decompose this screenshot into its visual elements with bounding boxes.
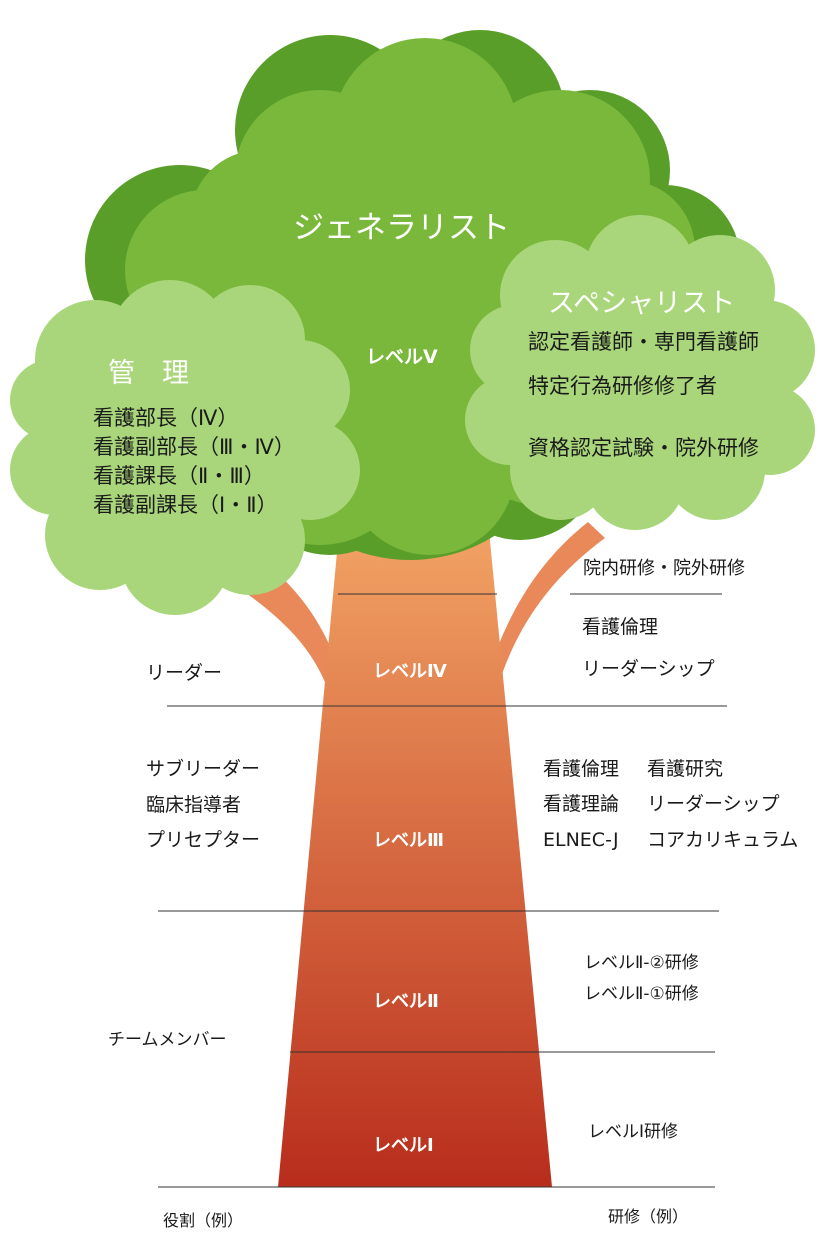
training-l4-leadership: リーダーシップ — [582, 658, 715, 680]
specialist-item: 認定看護師・専門看護師 — [528, 330, 759, 354]
level-3-label: レベルⅢ — [373, 830, 445, 851]
training-l3-elnec: ELNEC-J — [543, 829, 619, 851]
role-clinical-instructor: 臨床指導者 — [146, 794, 242, 816]
role-leader: リーダー — [146, 662, 223, 684]
specialist-cloud — [465, 215, 815, 530]
level-2-label: レベルⅡ — [373, 991, 439, 1012]
generalist-label: ジェネラリスト — [293, 210, 510, 246]
tree-trunk — [278, 520, 552, 1187]
footer-training-example: 研修（例） — [608, 1207, 689, 1226]
training-l2-2: レベルⅡ-②研修 — [584, 953, 699, 973]
level-1-label: レベルⅠ — [373, 1135, 434, 1156]
level-separator-lines — [158, 593, 727, 1188]
management-cloud — [10, 280, 360, 615]
training-l3-theory: 看護理論 — [543, 793, 620, 815]
training-l3-leadership: リーダーシップ — [647, 793, 780, 815]
management-item: 看護副部長（Ⅲ・Ⅳ） — [93, 435, 295, 459]
management-list: 看護部長（Ⅳ） 看護副部長（Ⅲ・Ⅳ） 看護課長（Ⅱ・Ⅲ） 看護副課長（Ⅰ・Ⅱ） — [93, 404, 295, 520]
specialist-item: 特定行為研修修了者 — [528, 374, 717, 398]
training-l2-1: レベルⅡ-①研修 — [584, 984, 699, 1004]
management-item: 看護部長（Ⅳ） — [93, 406, 239, 430]
training-l3-ethics: 看護倫理 — [543, 758, 620, 780]
level-4-label: レベルⅣ — [373, 661, 447, 682]
management-item: 看護課長（Ⅱ・Ⅲ） — [93, 464, 265, 488]
level-5-label: レベルⅤ — [366, 346, 438, 368]
training-l1: レベルⅠ研修 — [588, 1122, 679, 1142]
training-l3-core: コアカリキュラム — [647, 829, 799, 851]
role-preceptor: プリセプター — [146, 829, 261, 851]
management-item: 看護副課長（Ⅰ・Ⅱ） — [93, 493, 278, 517]
footer-role-example: 役割（例） — [163, 1211, 244, 1230]
role-subleader: サブリーダー — [146, 758, 261, 780]
training-l4-ethics: 看護倫理 — [582, 616, 659, 638]
role-team-member: チームメンバー — [108, 1030, 227, 1050]
specialist-title: スペシャリスト — [548, 288, 736, 319]
training-l3-research: 看護研究 — [647, 758, 724, 780]
training-in-out: 院内研修・院外研修 — [583, 558, 745, 579]
management-title: 管 理 — [108, 358, 189, 389]
specialist-item: 資格認定試験・院外研修 — [528, 436, 759, 460]
